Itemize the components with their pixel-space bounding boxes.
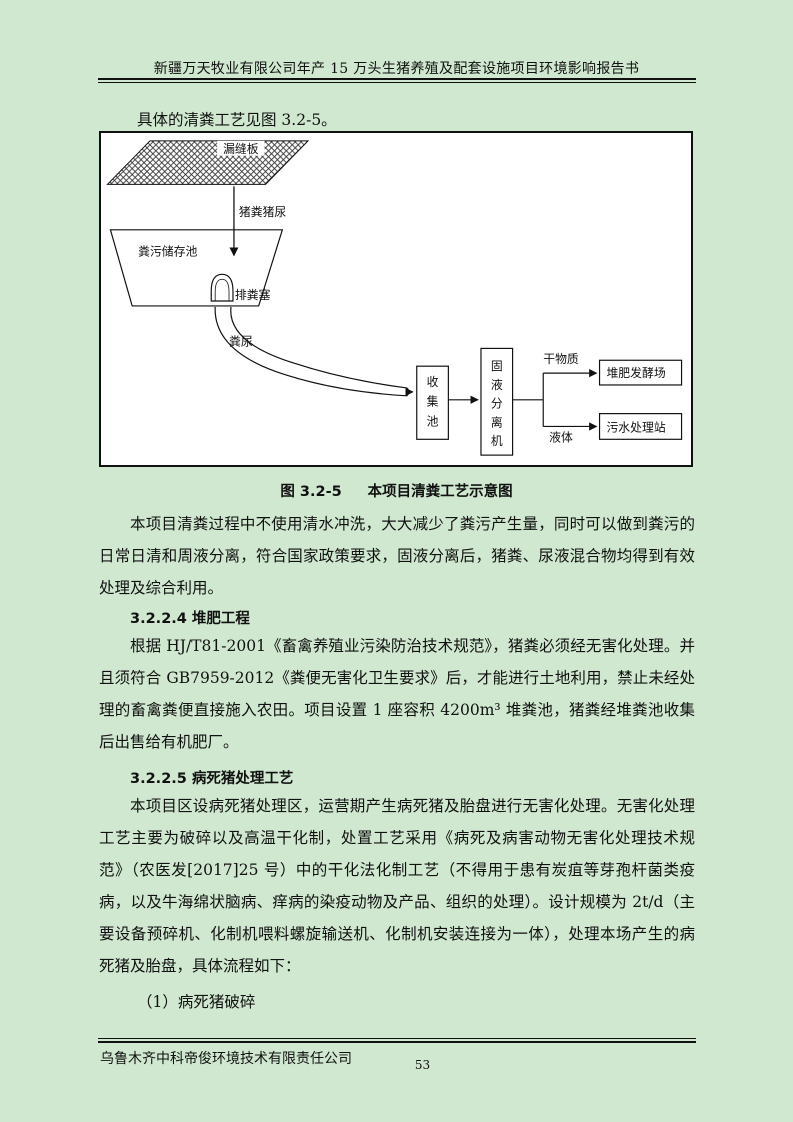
manure-cleaning-diagram: 漏缝板 猪粪猪尿 粪污储存池 排粪塞 粪尿 收 集 池 固 液 分 离 机 <box>99 131 693 467</box>
label-dry-matter: 干物质 <box>543 352 579 366</box>
page-number: 53 <box>414 1058 431 1072</box>
label-compost-yard: 堆肥发酵场 <box>606 366 665 380</box>
intro-text: 具体的清粪工艺见图 3.2-5。 <box>137 111 337 129</box>
paragraph-1: 本项目清粪过程中不使用清水冲洗，大大减少了粪污产生量，同时可以做到粪污的日常日清… <box>99 508 695 604</box>
header-rule-thin <box>98 82 696 83</box>
figure-title: 本项目清粪工艺示意图 <box>367 484 513 500</box>
label-manure-urine: 粪尿 <box>229 334 253 348</box>
drain-plug-shape <box>210 273 234 302</box>
label-pig-waste: 猪粪猪尿 <box>239 205 287 219</box>
slat-floor-shape <box>106 140 310 185</box>
label-storage-pit: 粪污储存池 <box>138 245 197 259</box>
paragraph-1-text: 本项目清粪过程中不使用清水冲洗，大大减少了粪污产生量，同时可以做到粪污的日常日清… <box>99 515 695 597</box>
label-collection-tank-1: 收 <box>427 375 439 389</box>
label-collection-tank-3: 池 <box>427 414 439 428</box>
footer-rule-thick <box>98 1041 696 1043</box>
label-separator-4: 离 <box>491 415 503 429</box>
label-separator-2: 液 <box>491 378 503 392</box>
label-slat-floor: 漏缝板 <box>223 142 259 156</box>
paragraph-dead-pig: 本项目区设病死猪处理区，运营期产生病死猪及胎盘进行无害化处理。无害化处理工艺主要… <box>99 790 695 982</box>
label-separator-3: 分 <box>491 397 503 411</box>
paragraph-compost: 根据 HJ/T81-2001《畜禽养殖业污染防治技术规范》，猪粪必须经无害化处理… <box>99 630 695 758</box>
label-separator-1: 固 <box>491 359 503 373</box>
drain-pipe-lower <box>230 306 407 389</box>
drain-pipe-upper <box>214 306 407 397</box>
footer-rule-thin <box>98 1038 696 1039</box>
header-rule-thick <box>98 78 696 80</box>
collection-tank-box <box>416 365 449 440</box>
paragraph-dead-pig-text: 本项目区设病死猪处理区，运营期产生病死猪及胎盘进行无害化处理。无害化处理工艺主要… <box>99 797 695 975</box>
storage-pit-shape <box>109 229 284 307</box>
diagram-svg: 漏缝板 猪粪猪尿 粪污储存池 排粪塞 粪尿 收 集 池 固 液 分 离 机 <box>106 140 683 456</box>
label-drain-plug: 排粪塞 <box>235 288 271 302</box>
wastewater-station-box <box>598 413 683 440</box>
compost-yard-box <box>598 359 683 386</box>
paragraph-compost-text: 根据 HJ/T81-2001《畜禽养殖业污染防治技术规范》，猪粪必须经无害化处理… <box>99 637 695 751</box>
footer-company: 乌鲁木齐中科帝俊环境技术有限责任公司 <box>100 1051 352 1067</box>
list-item-crushing: （1）病死猪破碎 <box>137 993 256 1011</box>
page-header-title: 新疆万天牧业有限公司年产 15 万头生猪养殖及配套设施项目环境影响报告书 <box>153 61 640 77</box>
section-heading-compost: 3.2.2.4 堆肥工程 <box>130 611 250 627</box>
figure-caption: 图 3.2-5 本项目清粪工艺示意图 <box>0 480 793 501</box>
label-wastewater-station: 污水处理站 <box>606 420 665 434</box>
separator-box <box>480 347 514 456</box>
label-collection-tank-2: 集 <box>427 395 439 409</box>
label-liquid: 液体 <box>549 430 573 444</box>
section-heading-dead-pig: 3.2.2.5 病死猪处理工艺 <box>130 771 294 787</box>
label-separator-5: 机 <box>491 434 503 448</box>
figure-number: 图 3.2-5 <box>280 484 342 500</box>
